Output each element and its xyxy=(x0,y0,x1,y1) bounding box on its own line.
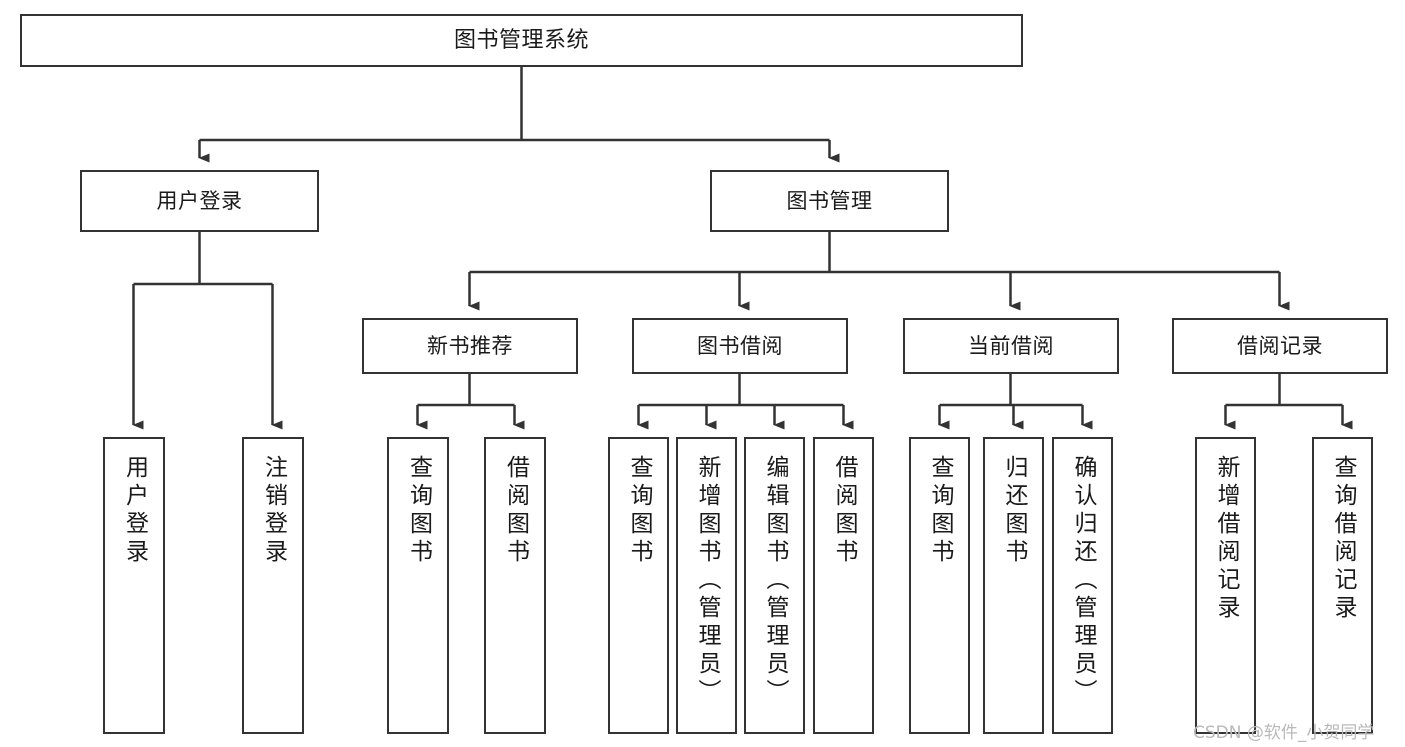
node-book-borrow-label: 图书借阅 xyxy=(697,333,783,358)
node-borrow-record-label: 借阅记录 xyxy=(1237,333,1323,358)
node-book-manage-label: 图书管理 xyxy=(786,188,873,213)
node-leaf-logout[interactable]: 注销登录 xyxy=(242,437,304,734)
node-leaf-borrow-book-2-label: 借阅图书 xyxy=(831,455,857,567)
node-book-manage[interactable]: 图书管理 xyxy=(710,170,949,232)
node-leaf-confirm-return-label: 确认归还（管理员） xyxy=(1070,455,1096,707)
node-new-book-recommend-label: 新书推荐 xyxy=(427,333,513,358)
node-borrow-record[interactable]: 借阅记录 xyxy=(1172,318,1388,374)
node-root-label: 图书管理系统 xyxy=(453,27,589,53)
node-leaf-add-book[interactable]: 新增图书（管理员） xyxy=(676,437,737,734)
node-leaf-query-record-label: 查询借阅记录 xyxy=(1330,455,1356,623)
node-leaf-return-book[interactable]: 归还图书 xyxy=(983,437,1044,734)
node-leaf-borrow-book-1[interactable]: 借阅图书 xyxy=(484,437,546,734)
node-current-borrow[interactable]: 当前借阅 xyxy=(903,318,1119,374)
node-leaf-query-book-2[interactable]: 查询图书 xyxy=(608,437,669,734)
node-leaf-user-login[interactable]: 用户登录 xyxy=(103,437,165,734)
node-leaf-return-book-label: 归还图书 xyxy=(1001,455,1027,567)
node-user-login[interactable]: 用户登录 xyxy=(80,170,319,232)
node-leaf-borrow-book-1-label: 借阅图书 xyxy=(502,455,529,567)
node-current-borrow-label: 当前借阅 xyxy=(968,333,1054,358)
node-leaf-borrow-book-2[interactable]: 借阅图书 xyxy=(813,437,874,734)
node-leaf-query-book-3[interactable]: 查询图书 xyxy=(909,437,970,734)
node-leaf-query-record[interactable]: 查询借阅记录 xyxy=(1312,437,1373,734)
node-leaf-query-book-1-label: 查询图书 xyxy=(405,455,432,567)
node-leaf-query-book-1[interactable]: 查询图书 xyxy=(387,437,449,734)
node-leaf-logout-label: 注销登录 xyxy=(260,455,287,567)
watermark-text: CSDN @软件_小贺同学 xyxy=(1193,723,1375,743)
node-leaf-query-book-3-label: 查询图书 xyxy=(927,455,953,567)
node-leaf-add-record[interactable]: 新增借阅记录 xyxy=(1195,437,1256,734)
node-leaf-query-book-2-label: 查询图书 xyxy=(626,455,652,567)
node-user-login-label: 用户登录 xyxy=(156,188,243,213)
node-leaf-user-login-label: 用户登录 xyxy=(121,455,148,567)
node-leaf-confirm-return[interactable]: 确认归还（管理员） xyxy=(1052,437,1113,734)
node-leaf-add-record-label: 新增借阅记录 xyxy=(1213,455,1239,623)
node-leaf-edit-book-label: 编辑图书（管理员） xyxy=(762,455,788,707)
node-new-book-recommend[interactable]: 新书推荐 xyxy=(362,318,578,374)
node-root[interactable]: 图书管理系统 xyxy=(20,14,1023,67)
node-leaf-edit-book[interactable]: 编辑图书（管理员） xyxy=(744,437,805,734)
node-leaf-add-book-label: 新增图书（管理员） xyxy=(694,455,720,707)
node-book-borrow[interactable]: 图书借阅 xyxy=(632,318,848,374)
